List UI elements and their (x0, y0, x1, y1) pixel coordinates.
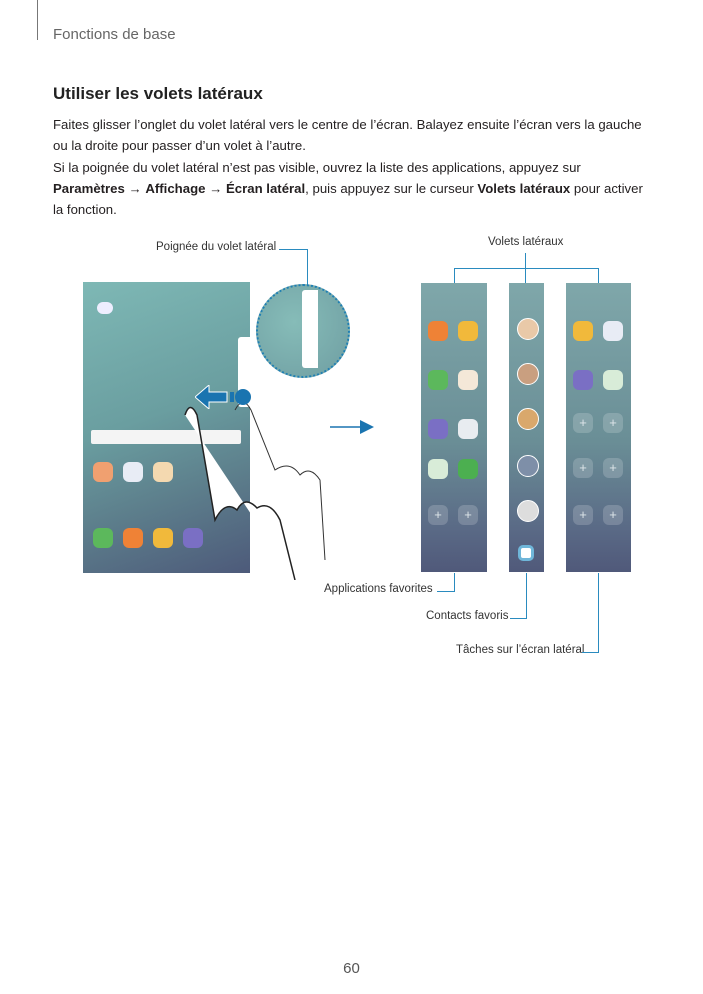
contact-avatar (517, 363, 539, 385)
hand-gesture-illustration (184, 389, 326, 580)
callout-line (454, 573, 455, 592)
clock-icon (458, 419, 478, 439)
bracket-line (454, 268, 455, 283)
galaxy-apps-icon (153, 462, 173, 482)
text: pour activer la fonction. (53, 181, 643, 217)
new-tab-icon (573, 370, 593, 390)
galaxy-apps-icon (458, 370, 478, 390)
page-number: 60 (343, 960, 360, 977)
weather-icon (97, 302, 113, 314)
side-panel-handle-zoomed (302, 290, 318, 368)
add-task-button: + (573, 505, 593, 525)
messages-icon (153, 528, 173, 548)
callout-line (526, 573, 527, 619)
bracket-line (454, 268, 599, 269)
page-title: Utiliser les volets latéraux (53, 84, 263, 103)
contact-avatar (517, 408, 539, 430)
phone-home-screen (83, 282, 250, 573)
compose-message-icon (573, 321, 593, 341)
callout-line (279, 249, 307, 250)
text: , puis appuyez sur le curseur (305, 181, 478, 196)
favorite-contacts-panel (509, 283, 544, 572)
paragraph-instructions: Faites glisser l’onglet du volet latéral… (53, 117, 642, 153)
arrow-sep: → (205, 181, 226, 196)
switch-name: Volets latéraux (477, 181, 571, 196)
favorite-apps-label: Applications favorites (324, 583, 433, 595)
bracket-line (598, 268, 599, 283)
add-app-button: + (428, 505, 448, 525)
contact-avatar (517, 500, 539, 522)
settings-path-affichage: Affichage (145, 181, 206, 196)
contacts-settings-icon (518, 545, 534, 561)
messages-icon (458, 321, 478, 341)
add-task-button: + (573, 413, 593, 433)
tasks-label: Tâches sur l’écran latéral (456, 644, 585, 656)
gallery-icon (428, 459, 448, 479)
handle-label: Poignée du volet latéral (156, 241, 277, 253)
contacts-icon (123, 528, 143, 548)
internet-icon (183, 528, 203, 548)
bracket-line (525, 253, 526, 268)
email-icon (93, 462, 113, 482)
callout-line (510, 618, 527, 619)
phone-icon (428, 370, 448, 390)
add-task-button: + (603, 505, 623, 525)
callout-line (582, 652, 599, 653)
add-task-button: + (603, 458, 623, 478)
add-task-button: + (573, 458, 593, 478)
panels-label: Volets latéraux (488, 236, 564, 248)
tasks-panel: + + + + + + (566, 283, 631, 572)
header-rule (37, 0, 38, 40)
add-app-button: + (458, 505, 478, 525)
camera-icon (123, 462, 143, 482)
text: Si la poignée du volet latéral n’est pas… (53, 160, 581, 175)
settings-path-parametres: Paramètres (53, 181, 125, 196)
arrow-sep: → (124, 181, 146, 196)
paragraph-settings: Si la poignée du volet latéral n’est pas… (53, 157, 653, 220)
create-album-icon (603, 370, 623, 390)
take-selfie-icon (603, 321, 623, 341)
callout-line (307, 249, 308, 289)
phone-icon (93, 528, 113, 548)
favorite-apps-panel: + + (421, 283, 487, 572)
internet-icon (428, 419, 448, 439)
settings-path-ecran-lateral: Écran latéral (225, 181, 306, 196)
callout-line (598, 573, 599, 653)
handle-magnifier (256, 284, 350, 378)
calculator-icon (458, 459, 478, 479)
favorite-contacts-label: Contacts favoris (426, 610, 509, 622)
contacts-icon (428, 321, 448, 341)
add-task-button: + (603, 413, 623, 433)
swipe-left-arrow-icon (195, 385, 240, 409)
contact-avatar (517, 455, 539, 477)
contact-avatar (517, 318, 539, 340)
section-header: Fonctions de base (53, 26, 176, 43)
transition-arrow-icon (330, 420, 374, 434)
search-bar (91, 430, 241, 444)
bracket-line (525, 268, 526, 283)
callout-line (437, 591, 455, 592)
